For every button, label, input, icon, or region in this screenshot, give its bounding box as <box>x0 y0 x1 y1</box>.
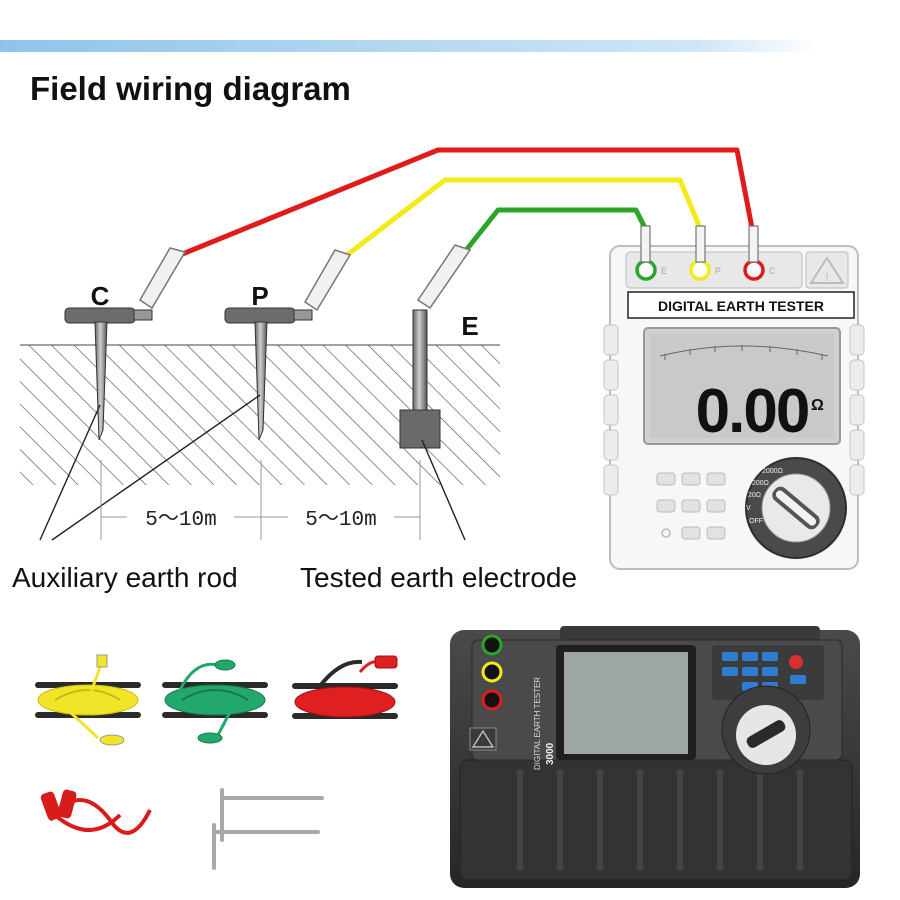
distance-pe: 5～10m <box>305 509 376 532</box>
power-icon <box>661 528 671 538</box>
svg-text:!: ! <box>825 270 828 284</box>
green-lead <box>461 207 648 256</box>
distance-markers <box>100 460 421 540</box>
rod-label-p: P <box>251 281 268 311</box>
meter-unit: Ω <box>811 397 824 414</box>
top-accent-bar <box>0 40 820 52</box>
clip-lead-icon <box>138 244 472 312</box>
terminal-p <box>689 259 711 281</box>
distance-cp: 5～10m <box>145 509 216 532</box>
meter-label: DIGITAL EARTH TESTER <box>658 298 824 314</box>
cable-reel-icon <box>35 654 398 870</box>
range-v: V <box>746 505 751 512</box>
terminal-e <box>635 259 657 281</box>
device-side-text: DIGITAL EARTH TESTER <box>533 677 542 770</box>
device-model: 3000 <box>545 742 556 765</box>
range-20: 20Ω <box>748 492 761 499</box>
page-title: Field wiring diagram <box>30 70 351 107</box>
rod-label-e: E <box>461 311 478 341</box>
terminal-c <box>743 259 765 281</box>
meter-reading: 0.00 <box>696 377 809 446</box>
range-200: 200Ω <box>752 480 769 487</box>
warning-icon <box>809 256 845 284</box>
terminal-label-p: P <box>715 266 721 276</box>
terminal-label-c: C <box>769 266 776 276</box>
device-photo: DIGITAL EARTH TESTER 3000 <box>450 626 860 888</box>
red-lead <box>179 147 755 258</box>
yellow-lead <box>341 177 703 260</box>
terminal-label-e: E <box>661 266 667 276</box>
rod-label-c: C <box>91 281 110 311</box>
caption-auxiliary: Auxiliary earth rod <box>12 562 238 593</box>
earth-tester-meter: E P C ! DIGITAL EARTH TESTER 0.00 Ω <box>603 225 865 570</box>
caption-tested: Tested earth electrode <box>300 562 578 593</box>
range-2000: 2000Ω <box>762 468 783 475</box>
earth-rod-icon <box>64 307 441 449</box>
range-off: OFF <box>749 518 763 525</box>
pointer-lines <box>39 394 466 541</box>
